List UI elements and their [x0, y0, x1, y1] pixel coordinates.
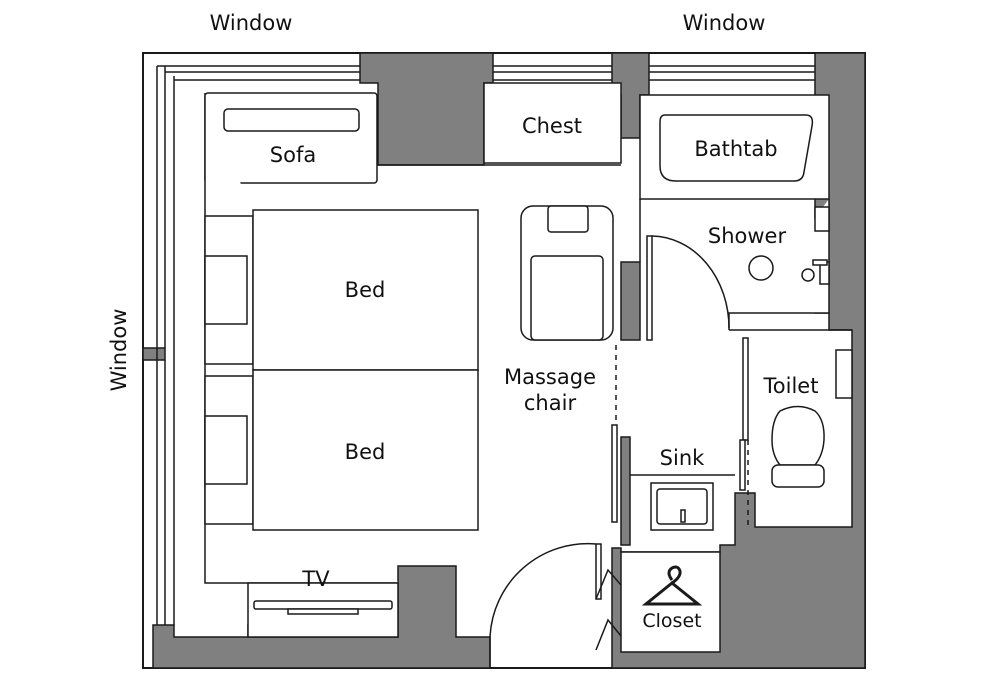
- entry-door-arc: [489, 542, 597, 638]
- label-massage-chair-1: Massage: [504, 365, 596, 389]
- label-sofa: Sofa: [270, 143, 316, 167]
- door-tracks: [615, 345, 749, 530]
- bed-lower: [252, 369, 479, 531]
- toilet-tank: [835, 349, 853, 399]
- label-sink: Sink: [660, 446, 705, 470]
- nightstand-upper: [204, 255, 248, 325]
- washroom-door: [611, 424, 618, 523]
- bathroom: [611, 94, 853, 531]
- shower-fixture: [814, 206, 830, 232]
- label-toilet: Toilet: [763, 374, 819, 398]
- label-window-top-left: Window: [210, 11, 293, 35]
- toilet-door: [742, 337, 749, 441]
- hanger-icon: [641, 565, 703, 606]
- tv-base: [287, 608, 359, 615]
- toilet-icon: [771, 405, 825, 488]
- massage-chair-head: [547, 205, 589, 233]
- chest: [483, 82, 622, 164]
- window-frames: [156, 65, 815, 625]
- nightstand-lower: [204, 415, 248, 485]
- bathtub: [659, 114, 814, 182]
- bedroom-furniture: [204, 82, 622, 638]
- walls: [142, 52, 866, 669]
- entrance: [489, 542, 721, 668]
- shower-drain: [748, 255, 774, 281]
- label-bathtub: Bathtab: [694, 137, 777, 161]
- label-chest: Chest: [522, 114, 582, 138]
- entry-door: [595, 543, 602, 600]
- tv: [253, 600, 393, 610]
- label-tv: TV: [301, 567, 330, 591]
- label-closet: Closet: [642, 610, 701, 632]
- label-bed-upper: Bed: [345, 278, 386, 302]
- label-bed-lower: Bed: [345, 440, 386, 464]
- massage-chair-seat: [530, 255, 604, 341]
- label-massage-chair-2: chair: [524, 391, 577, 415]
- closet-door-upper: [595, 568, 622, 600]
- shower-faucet-icon: [801, 259, 830, 285]
- closet-door-lower: [595, 618, 622, 651]
- label-window-top-right: Window: [683, 11, 766, 35]
- sofa-cushion: [223, 108, 360, 132]
- bed-upper: [252, 209, 479, 371]
- label-window-left: Window: [107, 309, 131, 392]
- closet: [620, 551, 721, 653]
- shower-door-arc: [651, 235, 730, 329]
- sink-tap: [680, 509, 686, 523]
- label-shower: Shower: [708, 224, 787, 248]
- sink-bowl: [656, 488, 708, 525]
